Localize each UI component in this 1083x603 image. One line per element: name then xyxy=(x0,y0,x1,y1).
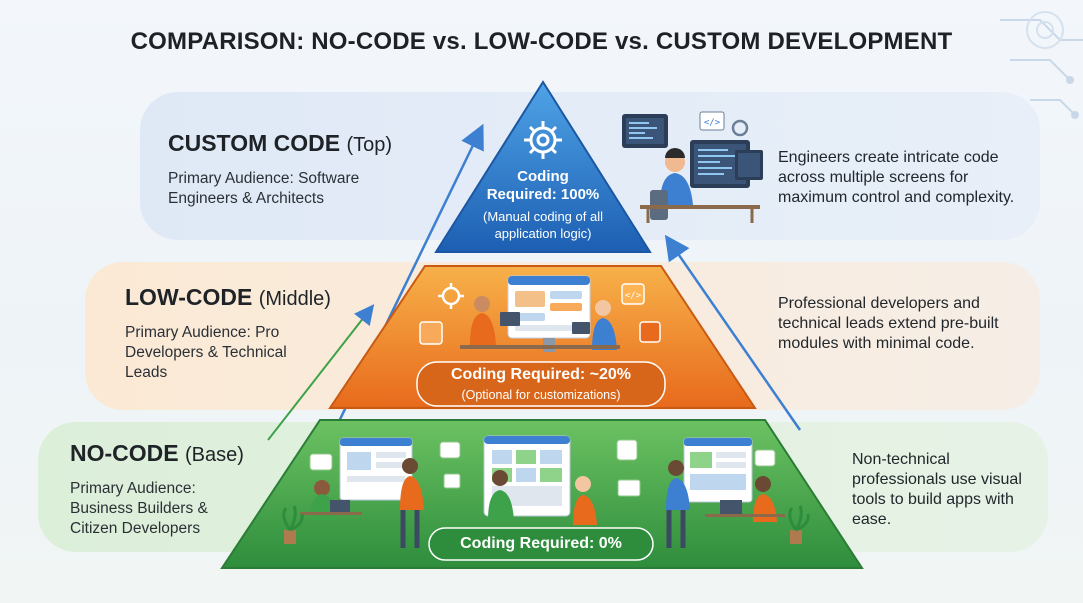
folder-icon xyxy=(617,479,641,497)
no-code-team-illustration xyxy=(282,435,810,548)
low-code-coding-note: (Optional for customizations) xyxy=(461,388,621,402)
custom-code-position: (Top) xyxy=(346,134,393,156)
low-code-name: LOW-CODE xyxy=(125,284,253,310)
low-code-audience: Primary Audience: Pro Developers & Techn… xyxy=(125,324,287,381)
code-brackets-icon xyxy=(754,449,776,467)
custom-code-coding-note: (Manual coding of all application logic) xyxy=(483,209,603,241)
gear-icon xyxy=(524,121,562,159)
custom-code-tier xyxy=(434,80,652,253)
custom-code-audience: Primary Audience: Software Engineers & A… xyxy=(168,170,360,207)
low-code-description: Professional developers and technical le… xyxy=(778,295,999,352)
gear-icon xyxy=(616,439,638,461)
plant-icon xyxy=(282,505,304,544)
no-code-description: Non-technical professionals use visual t… xyxy=(852,451,1022,528)
chat-bubble-icon xyxy=(309,453,333,471)
low-code-coding-pill-bg xyxy=(416,361,666,407)
low-code-label: LOW-CODE (Middle) Primary Audience: Pro … xyxy=(125,284,331,383)
gear-icon xyxy=(639,321,661,343)
flowchart-icon xyxy=(439,441,461,459)
low-code-team-illustration: </> xyxy=(419,275,661,352)
custom-code-description: Engineers create intricate code across m… xyxy=(778,149,1015,206)
gear-icon xyxy=(438,283,464,309)
growth-arrow-left-lower xyxy=(267,304,375,441)
low-code-position: (Middle) xyxy=(258,288,331,310)
code-brackets-icon xyxy=(621,283,645,305)
custom-code-coding-value: Required: 100% xyxy=(486,186,600,203)
no-code-position: (Base) xyxy=(185,444,244,466)
flowchart-icon xyxy=(419,321,443,345)
plant-icon xyxy=(443,473,461,489)
custom-code-name: CUSTOM CODE xyxy=(168,130,341,156)
plant-icon xyxy=(788,505,810,544)
svg-text:</>: </> xyxy=(625,291,642,301)
svg-text:</>: </> xyxy=(704,118,721,128)
custom-code-coding-title: Coding xyxy=(517,168,569,185)
page-title: COMPARISON: NO-CODE vs. LOW-CODE vs. CUS… xyxy=(130,28,953,55)
growth-arrow-right xyxy=(664,234,802,431)
custom-code-label: CUSTOM CODE (Top) Primary Audience: Soft… xyxy=(168,130,408,209)
low-code-coding-value: Coding Required: ~20% xyxy=(450,366,632,383)
developer-workstation-illustration: </> xyxy=(622,111,763,223)
no-code-name: NO-CODE xyxy=(70,440,179,466)
no-code-audience: Primary Audience: Business Builders & Ci… xyxy=(70,480,208,537)
no-code-label: NO-CODE (Base) Primary Audience: Busines… xyxy=(70,440,250,539)
circuit-decoration xyxy=(1000,11,1083,119)
no-code-coding-value: Coding Required: 0% xyxy=(460,535,622,552)
no-code-coding-pill-bg xyxy=(428,527,654,561)
